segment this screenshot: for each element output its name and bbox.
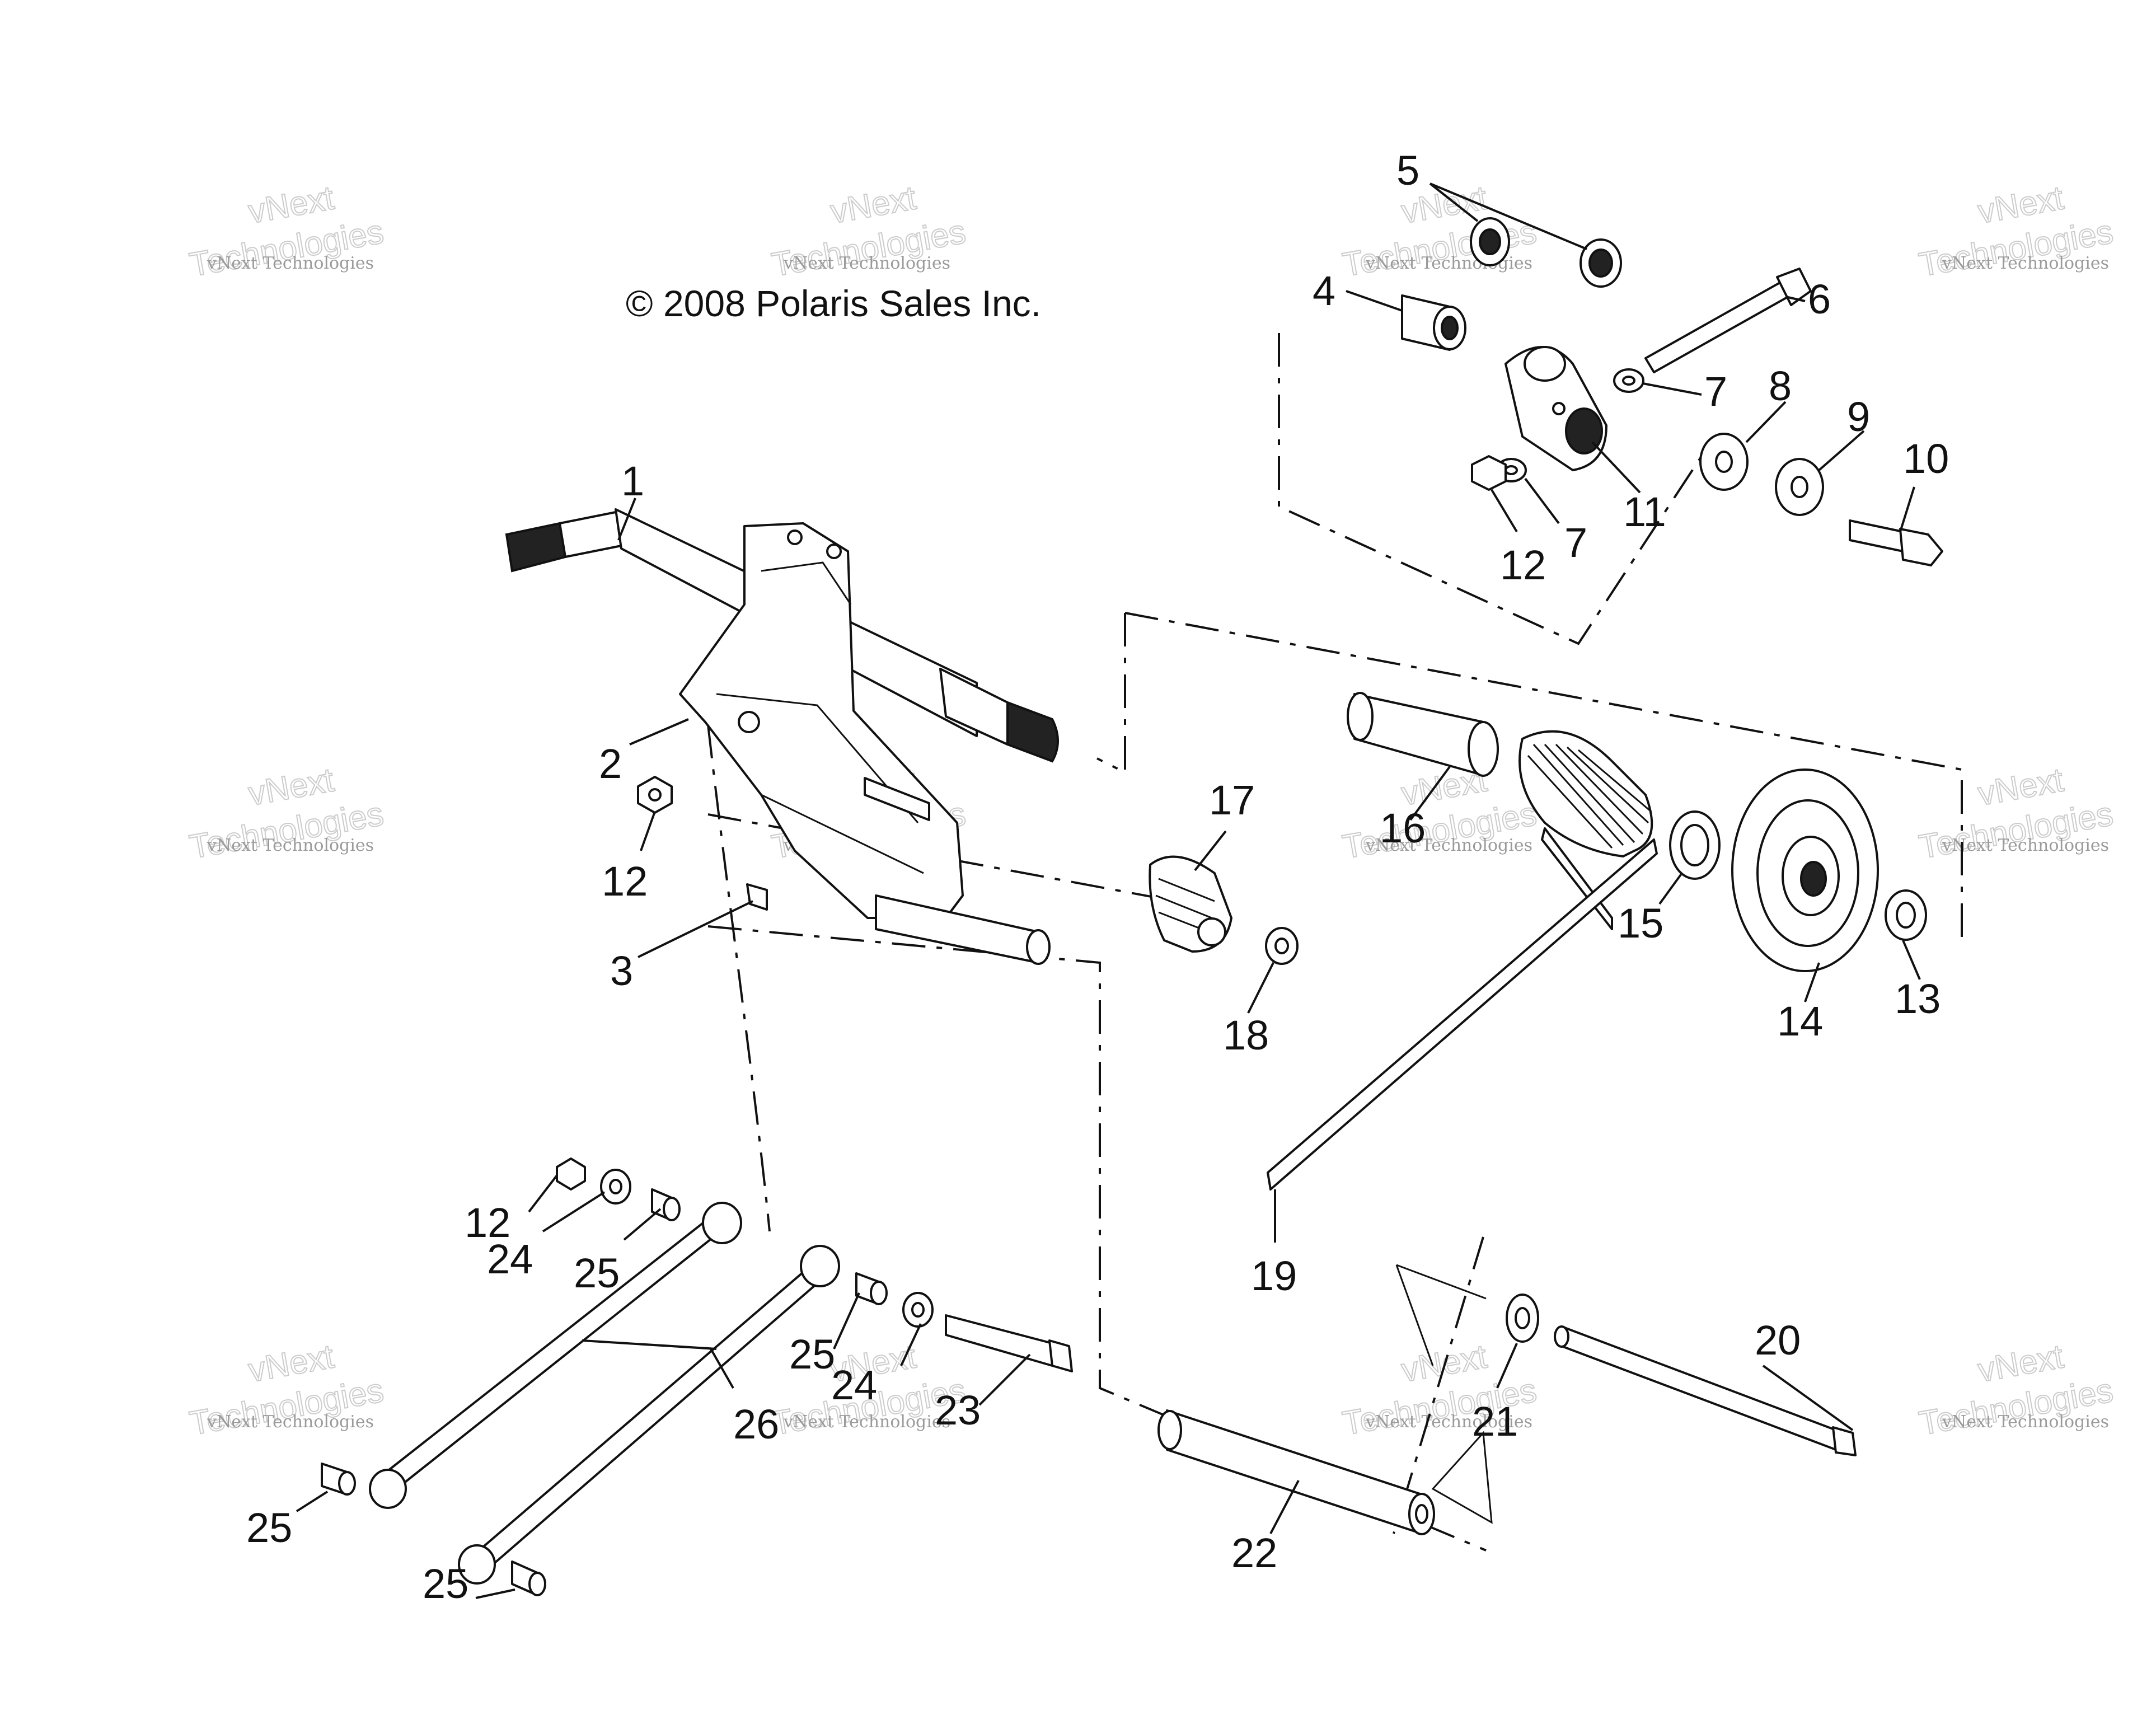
- sleeve-16: [1347, 692, 1499, 777]
- callout-12a: 12: [1500, 542, 1546, 588]
- callout-6: 6: [1808, 276, 1831, 322]
- torsion-spring-19: [1267, 730, 1658, 1191]
- callout-25c: 25: [246, 1505, 292, 1551]
- callout-19: 19: [1251, 1253, 1297, 1299]
- callout-3: 3: [610, 948, 633, 994]
- idler-wheel-14: [1731, 768, 1879, 972]
- svg-text:vNext Technologies: vNext Technologies: [1365, 254, 1532, 273]
- svg-text:vNext Technologies: vNext Technologies: [783, 254, 950, 273]
- callout-16: 16: [1380, 805, 1426, 851]
- callout-5: 5: [1396, 147, 1419, 194]
- small-hardware: [1471, 368, 1824, 516]
- svg-text:vNext Technologies: vNext Technologies: [1365, 836, 1532, 855]
- callout-20: 20: [1755, 1317, 1801, 1363]
- callout-25a: 25: [574, 1250, 620, 1296]
- pivot-shaft-arm: [505, 508, 1059, 965]
- block-11: [1504, 346, 1607, 471]
- leader-lines: [296, 182, 1921, 1599]
- callout-4: 4: [1313, 268, 1335, 314]
- long-bolt-20: [1554, 1325, 1857, 1456]
- bushing-13: [1885, 889, 1927, 941]
- bushings-top: [1401, 217, 1622, 351]
- copyright-text: © 2008 Polaris Sales Inc.: [626, 283, 1041, 324]
- callout-2: 2: [599, 741, 622, 787]
- svg-text:vNext Technologies: vNext Technologies: [207, 254, 374, 273]
- grease-fitting-3: [746, 883, 768, 911]
- svg-text:vNext Technologies: vNext Technologies: [1942, 254, 2109, 273]
- adjuster-17: [1149, 855, 1232, 953]
- callout-9: 9: [1847, 393, 1870, 440]
- callout-8: 8: [1769, 363, 1792, 409]
- callout-22: 22: [1231, 1530, 1277, 1576]
- callout-23: 23: [935, 1387, 981, 1433]
- callout-24a: 24: [487, 1236, 533, 1282]
- svg-text:vNext Technologies: vNext Technologies: [1942, 836, 2109, 855]
- washers-bushings-24-25: [321, 1157, 934, 1596]
- washer-15: [1669, 810, 1721, 880]
- shoulder-bolt-10: [1849, 519, 1943, 566]
- callout-7a: 7: [1704, 368, 1727, 415]
- svg-text:vNext Technologies: vNext Technologies: [1942, 1412, 2109, 1432]
- callout-numbers: 1 2 3 4 5 6 7 7 8 9 10 11 12 12 12 13 14…: [246, 147, 1949, 1607]
- callout-12c: 12: [465, 1199, 510, 1246]
- callout-26: 26: [733, 1401, 779, 1447]
- tube-22: [1157, 1409, 1493, 1535]
- nut-12: [637, 776, 673, 814]
- bolt-6: [1644, 268, 1812, 373]
- callout-10: 10: [1903, 435, 1949, 482]
- callout-24b: 24: [831, 1362, 877, 1408]
- callout-7b: 7: [1564, 519, 1587, 566]
- svg-text:vNext Technologies: vNext Technologies: [207, 836, 374, 855]
- callout-25d: 25: [423, 1560, 468, 1607]
- links-26: [369, 1202, 840, 1585]
- callout-25b: 25: [789, 1331, 835, 1377]
- washer-18: [1265, 927, 1299, 965]
- callout-14: 14: [1777, 998, 1823, 1044]
- callout-17: 17: [1209, 777, 1255, 823]
- washer-21: [1395, 1264, 1539, 1366]
- callout-13: 13: [1895, 976, 1941, 1022]
- callout-18: 18: [1223, 1012, 1269, 1058]
- callout-12b: 12: [602, 858, 648, 904]
- svg-text:vNext Technologies: vNext Technologies: [1365, 1412, 1532, 1432]
- callout-1: 1: [621, 458, 644, 504]
- callout-11: 11: [1623, 489, 1666, 535]
- svg-text:vNext Technologies: vNext Technologies: [207, 1412, 374, 1432]
- svg-text:vNext Technologies: vNext Technologies: [783, 1412, 950, 1432]
- callout-15: 15: [1618, 900, 1663, 946]
- callout-21: 21: [1472, 1398, 1518, 1445]
- bolt-23: [945, 1314, 1073, 1372]
